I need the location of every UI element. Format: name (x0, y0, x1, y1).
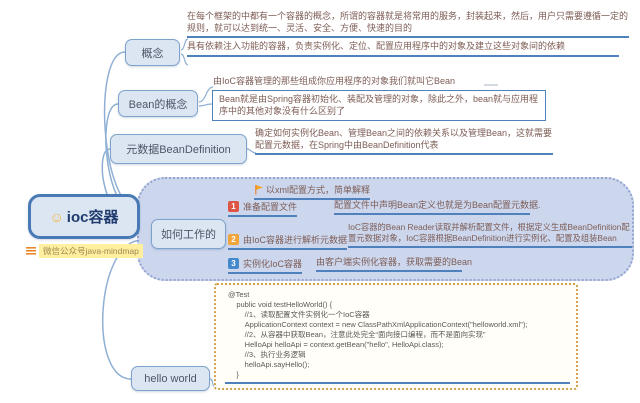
topic-metadata-beandefinition[interactable]: 元数据BeanDefinition (110, 134, 247, 164)
main-topic-label: ioc容器 (66, 209, 119, 226)
step-1-title[interactable]: 1 准备配置文件 (228, 200, 298, 217)
step-3-description[interactable]: 由客户端实例化容器，获取需要的Bean (316, 257, 472, 272)
step-1-number-badge: 1 (228, 201, 239, 212)
step-2-description[interactable]: IoC容器的Bean Reader读取并解析配置文件，根据定义生成BeanDef… (348, 222, 632, 248)
hello-world-code-block[interactable]: @Test public void testHelloWorld() { //1… (214, 283, 578, 390)
xml-config-intro-label: 以xml配置方式，简单解释 (266, 185, 370, 195)
step-1-description[interactable]: 配置文件中声明Bean定义也就是为Bean配置元数据. (334, 200, 541, 215)
step-1-title-label: 准备配置文件 (243, 202, 298, 212)
topic-hello-world[interactable]: hello world (131, 366, 210, 391)
note-concept-di-container[interactable]: 具有依赖注入功能的容器，负责实例化、定位、配置应用程序中的对象及建立这些对象间的… (187, 41, 619, 57)
code-snippet: @Test public void testHelloWorld() { //1… (228, 290, 528, 379)
note-bean-spring-managed[interactable]: Bean就是由Spring容器初始化、装配及管理的对象，除此之外，bean就与应… (212, 90, 546, 121)
watermark: 微信公众号java-mindmap (26, 244, 143, 258)
topic-concept-label: 概念 (141, 47, 164, 60)
flag-icon (255, 185, 263, 195)
step-3-title[interactable]: 3 实例化IoC容器 (228, 257, 303, 274)
topic-hello-label: hello world (144, 372, 197, 385)
step-3-title-label: 实例化IoC容器 (243, 259, 303, 269)
note-concept-definition[interactable]: 在每个框架的中都有一个容器的概念，所谓的容器就是将常用的服务，封装起来，然后，用… (187, 11, 629, 38)
code-block-underline (225, 382, 570, 384)
xml-config-intro[interactable]: 以xml配置方式，简单解释 (254, 183, 370, 200)
smiley-icon: ☺ (49, 208, 64, 225)
note-metadata-beandefinition[interactable]: 确定如何实例化Bean、管理Bean之间的依赖关系以及管理Bean，这就需要配置… (255, 128, 553, 155)
topic-bean-concept[interactable]: Bean的概念 (118, 90, 198, 117)
step-2-title-label: 由IoC容器进行解析元数据 (243, 235, 348, 245)
topic-metadata-label: 元数据BeanDefinition (126, 144, 231, 156)
step-2-number-badge: 2 (228, 234, 239, 245)
main-topic-ioc-container[interactable]: ☺ ioc容器 (28, 194, 140, 239)
topic-how-label: 如何工作的 (161, 229, 216, 241)
topic-how-it-works[interactable]: 如何工作的 (151, 219, 226, 249)
step-2-title[interactable]: 2 由IoC容器进行解析元数据 (228, 233, 348, 250)
step-3-number-badge: 3 (228, 258, 239, 269)
topic-concept[interactable]: 概念 (125, 39, 180, 66)
hamburger-icon (26, 247, 36, 255)
watermark-label: 微信公众号java-mindmap (39, 244, 143, 258)
topic-bean-label: Bean的概念 (128, 98, 188, 111)
